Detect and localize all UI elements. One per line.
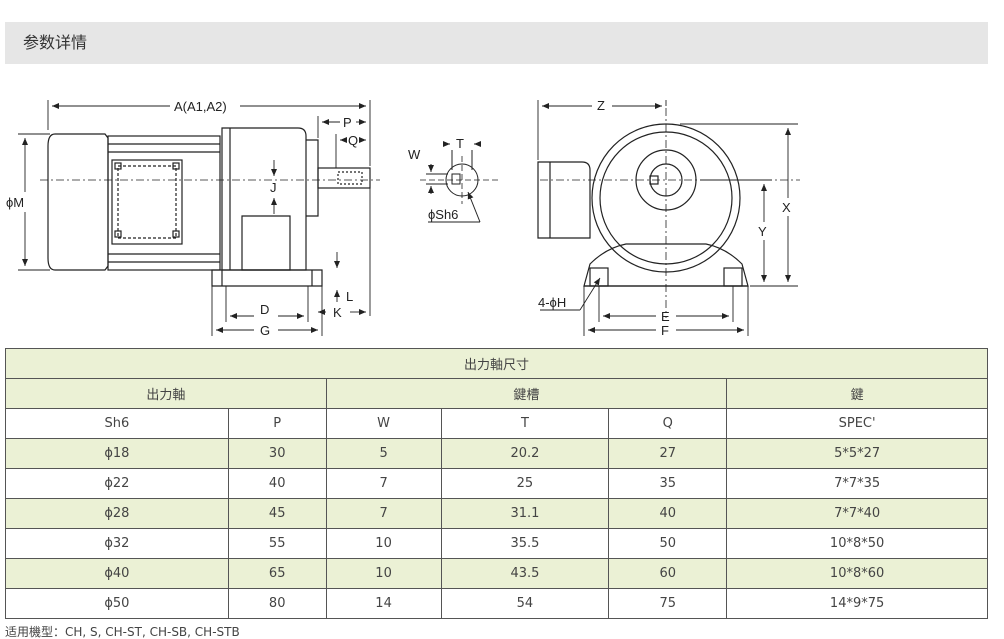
table-cell: 35 [608, 468, 728, 499]
table-cell: 80 [227, 588, 327, 619]
table-cell: 20.2 [440, 438, 610, 469]
label-D: D [260, 302, 269, 317]
table-cell: 40 [608, 498, 728, 529]
table-cell: ϕ40 [5, 558, 229, 589]
table-row: ϕ50 80 14 54 75 14*9*75 [5, 588, 988, 619]
table-cell: 7 [325, 468, 442, 499]
table-title: 出力軸尺寸 [5, 348, 988, 379]
table-cell: ϕ18 [5, 438, 229, 469]
table-cell: ϕ22 [5, 468, 229, 499]
table-cell: 7*7*35 [726, 468, 988, 499]
label-F: F [661, 323, 669, 338]
table-row: ϕ28 45 7 31.1 40 7*7*40 [5, 498, 988, 529]
label-A: A(A1,A2) [174, 99, 227, 114]
column-header: W [325, 408, 442, 439]
table-row: ϕ40 65 10 43.5 60 10*8*60 [5, 558, 988, 589]
table-cell: 10*8*50 [726, 528, 988, 559]
label-P: P [343, 115, 352, 130]
table-cell: 45 [227, 498, 327, 529]
label-T: T [456, 136, 464, 151]
table-cell: ϕ28 [5, 498, 229, 529]
table-cell: ϕ32 [5, 528, 229, 559]
table-cell: 55 [227, 528, 327, 559]
table-row: ϕ18 30 5 20.2 27 5*5*27 [5, 438, 988, 469]
table-cell: 5*5*27 [726, 438, 988, 469]
label-Sh6: ϕSh6 [428, 207, 458, 222]
table-cell: 25 [440, 468, 610, 499]
group-header: 出力軸 [5, 378, 327, 409]
label-Z: Z [597, 98, 605, 113]
table-cell: 10*8*60 [726, 558, 988, 589]
table-cell: 27 [608, 438, 728, 469]
label-Y: Y [758, 224, 767, 239]
table-cell: ϕ50 [5, 588, 229, 619]
table-cell: 50 [608, 528, 728, 559]
label-L: L [346, 289, 353, 304]
table-cell: 14 [325, 588, 442, 619]
table-cell: 14*9*75 [726, 588, 988, 619]
column-header: T [440, 408, 610, 439]
label-M: ϕM [6, 195, 24, 210]
dimension-drawing: A(A1,A2) P Q ϕM J L K D G W T ϕSh6 Z X Y… [6, 98, 800, 338]
label-W: W [408, 147, 421, 162]
table-cell: 40 [227, 468, 327, 499]
label-G: G [260, 323, 270, 338]
table-cell: 31.1 [440, 498, 610, 529]
table-cell: 7 [325, 498, 442, 529]
column-header: SPEC' [726, 408, 988, 439]
table-cell: 60 [608, 558, 728, 589]
label-E: E [661, 309, 670, 324]
section-title: 参数详情 [23, 33, 88, 52]
label-K: K [333, 305, 342, 320]
section-header: 参数详情 [5, 22, 988, 64]
table-cell: 43.5 [440, 558, 610, 589]
column-header: P [227, 408, 327, 439]
label-X: X [782, 200, 791, 215]
group-header: 鍵槽 [325, 378, 728, 409]
table-cell: 10 [325, 528, 442, 559]
group-header: 鍵 [726, 378, 988, 409]
column-header: Sh6 [5, 408, 229, 439]
table-cell: 10 [325, 558, 442, 589]
applicable-models-note: 适用機型：CH, S, CH-ST, CH-SB, CH-STB [5, 625, 240, 639]
label-H: 4-ϕH [538, 295, 566, 310]
label-Q: Q [348, 133, 358, 148]
table-cell: 54 [440, 588, 610, 619]
column-header: Q [608, 408, 728, 439]
table-cell: 35.5 [440, 528, 610, 559]
table-cell: 75 [608, 588, 728, 619]
table-row: ϕ32 55 10 35.5 50 10*8*50 [5, 528, 988, 559]
table-cell: 7*7*40 [726, 498, 988, 529]
table-cell: 65 [227, 558, 327, 589]
table-cell: 5 [325, 438, 442, 469]
spec-table: 出力軸尺寸 出力軸 鍵槽 鍵 Sh6 P W T Q SPEC' ϕ18 30 … [5, 348, 988, 619]
table-row: ϕ22 40 7 25 35 7*7*35 [5, 468, 988, 499]
table-cell: 30 [227, 438, 327, 469]
label-J: J [270, 180, 277, 195]
